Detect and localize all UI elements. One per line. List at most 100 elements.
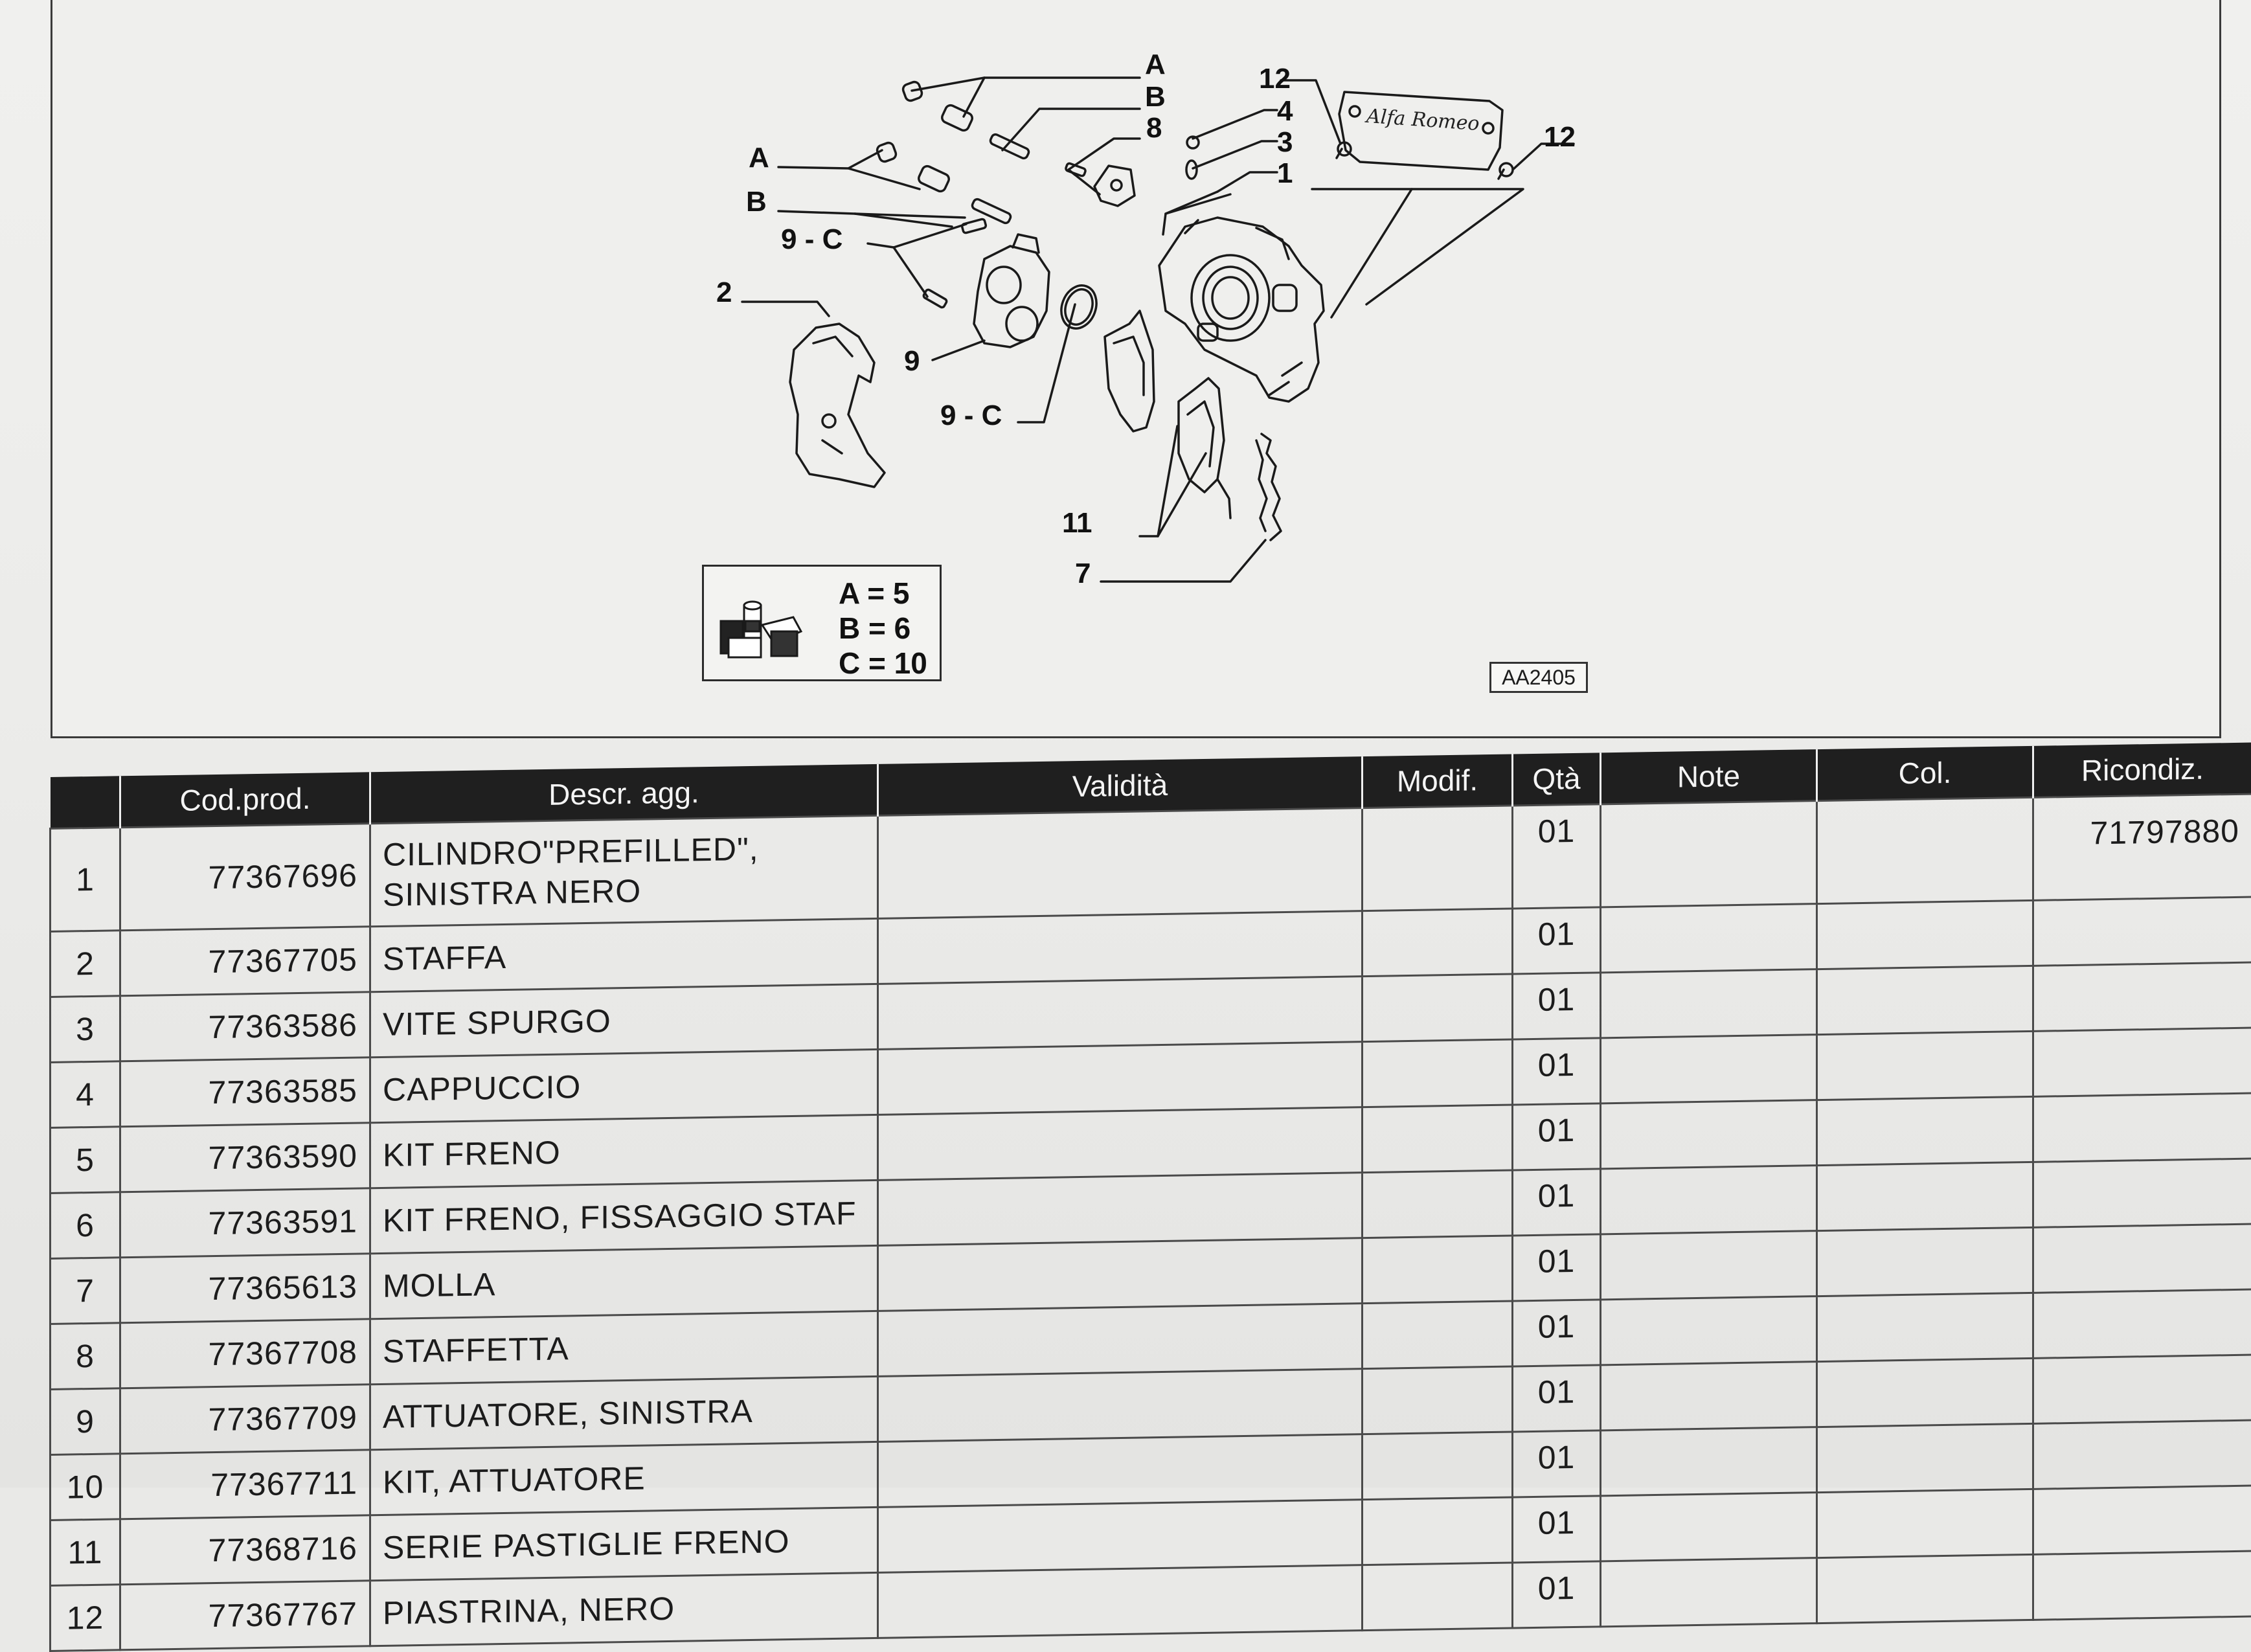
- col-cell: [1817, 1227, 2033, 1296]
- callout-3: 3: [1277, 128, 1293, 157]
- col-cell: [1817, 1358, 2033, 1427]
- quantity-cell: 01: [1513, 1038, 1601, 1105]
- col-cell: [1817, 1031, 2033, 1100]
- callout-11: 11: [1062, 509, 1092, 537]
- ricondiz-cell: [2033, 1486, 2251, 1554]
- callout-4: 4: [1277, 97, 1293, 126]
- part-code: 77367711: [120, 1450, 370, 1519]
- parts-kit-icon: [716, 593, 806, 670]
- validita-cell: [878, 1565, 1363, 1638]
- modif-cell: [1363, 806, 1513, 911]
- row-number: 3: [51, 996, 120, 1063]
- ricondiz-cell: [2033, 1028, 2251, 1096]
- col-cell: [1817, 1489, 2033, 1557]
- part-description: STAFFETTA: [370, 1311, 878, 1384]
- part-description: MOLLA: [370, 1245, 878, 1318]
- legend-a: A = 5: [839, 578, 910, 608]
- callout-8: 8: [1146, 114, 1162, 142]
- validita-cell: [878, 1500, 1363, 1573]
- note-cell: [1601, 904, 1817, 973]
- part-code: 77368716: [120, 1515, 370, 1585]
- quantity-cell: 01: [1513, 1300, 1601, 1366]
- col-cell: [1817, 900, 2033, 969]
- quantity-cell: 01: [1513, 1365, 1601, 1432]
- part-code: 77367696: [120, 824, 370, 931]
- note-cell: [1601, 1035, 1817, 1103]
- validita-cell: [878, 1042, 1363, 1115]
- ricondiz-cell: 71797880: [2033, 794, 2251, 900]
- quantity-cell: 01: [1513, 1496, 1601, 1563]
- part-description: KIT FRENO: [370, 1115, 878, 1188]
- row-number: 1: [51, 828, 120, 932]
- ricondiz-cell: [2033, 1093, 2251, 1162]
- callout-b-left: B: [746, 188, 767, 216]
- part-description: PIASTRINA, NERO: [370, 1572, 878, 1646]
- part-description: ATTUATORE, SINISTRA: [370, 1376, 878, 1449]
- ricondiz-cell: [2033, 1420, 2251, 1489]
- ricondiz-cell: [2033, 1355, 2251, 1423]
- modif-cell: [1363, 1039, 1513, 1107]
- part-description: CILINDRO"PREFILLED", SINISTRA NERO: [370, 815, 878, 926]
- row-number: 4: [51, 1061, 120, 1128]
- validita-cell: [878, 911, 1363, 984]
- note-cell: [1601, 1231, 1817, 1300]
- note-cell: [1601, 1493, 1817, 1561]
- validita-cell: [878, 1369, 1363, 1442]
- quantity-cell: 01: [1513, 1561, 1601, 1628]
- part-code: 77367708: [120, 1319, 370, 1388]
- part-code: 77365613: [120, 1254, 370, 1323]
- part-description: SERIE PASTIGLIE FRENO: [370, 1507, 878, 1580]
- quantity-cell: 01: [1513, 1234, 1601, 1301]
- note-cell: [1601, 801, 1817, 907]
- header-note: Note: [1601, 749, 1817, 804]
- note-cell: [1601, 1362, 1817, 1431]
- validita-cell: [878, 1173, 1363, 1246]
- note-cell: [1601, 1100, 1817, 1169]
- ricondiz-cell: [2033, 962, 2251, 1031]
- quantity-cell: 01: [1513, 804, 1601, 909]
- quantity-cell: 01: [1513, 1169, 1601, 1236]
- ricondiz-cell: [2033, 1224, 2251, 1293]
- modif-cell: [1363, 1301, 1513, 1369]
- part-code: 77363591: [120, 1188, 370, 1258]
- header-index: [51, 776, 120, 828]
- row-number: 2: [51, 931, 120, 997]
- modif-cell: [1363, 974, 1513, 1042]
- part-code: 77363585: [120, 1058, 370, 1127]
- legend-b: B = 6: [839, 613, 911, 643]
- note-cell: [1601, 1166, 1817, 1234]
- col-cell: [1817, 797, 2033, 903]
- header-cod-prod: Cod.prod.: [120, 772, 370, 828]
- header-descr-agg: Descr. agg.: [370, 764, 878, 824]
- callout-a-top: A: [1145, 51, 1166, 79]
- ricondiz-cell: [2033, 1289, 2251, 1358]
- legend-c: C = 10: [839, 648, 927, 678]
- col-cell: [1817, 1096, 2033, 1165]
- validita-cell: [878, 977, 1363, 1050]
- part-description: STAFFA: [370, 918, 878, 991]
- part-description: KIT, ATTUATORE: [370, 1442, 878, 1515]
- modif-cell: [1363, 1105, 1513, 1173]
- callout-a-left: A: [749, 144, 769, 172]
- validita-cell: [878, 808, 1363, 919]
- callout-1: 1: [1277, 159, 1293, 188]
- part-description: CAPPUCCIO: [370, 1049, 878, 1122]
- quantity-cell: 01: [1513, 1103, 1601, 1170]
- part-description: VITE SPURGO: [370, 984, 878, 1057]
- part-code: 77363590: [120, 1123, 370, 1192]
- part-description: KIT FRENO, FISSAGGIO STAF: [370, 1180, 878, 1253]
- note-cell: [1601, 1296, 1817, 1365]
- callout-9c-lower: 9 - C: [940, 402, 1002, 430]
- validita-cell: [878, 1434, 1363, 1508]
- validita-cell: [878, 1304, 1363, 1377]
- quantity-cell: 01: [1513, 907, 1601, 974]
- col-cell: [1817, 1162, 2033, 1230]
- row-number: 9: [51, 1388, 120, 1455]
- modif-cell: [1363, 1170, 1513, 1238]
- validita-cell: [878, 1238, 1363, 1311]
- col-cell: [1817, 966, 2033, 1034]
- header-validita: Validità: [878, 756, 1363, 815]
- header-qta: Qtà: [1513, 752, 1601, 806]
- brake-caliper-exploded-diagram: [0, 0, 2251, 751]
- note-cell: [1601, 969, 1817, 1038]
